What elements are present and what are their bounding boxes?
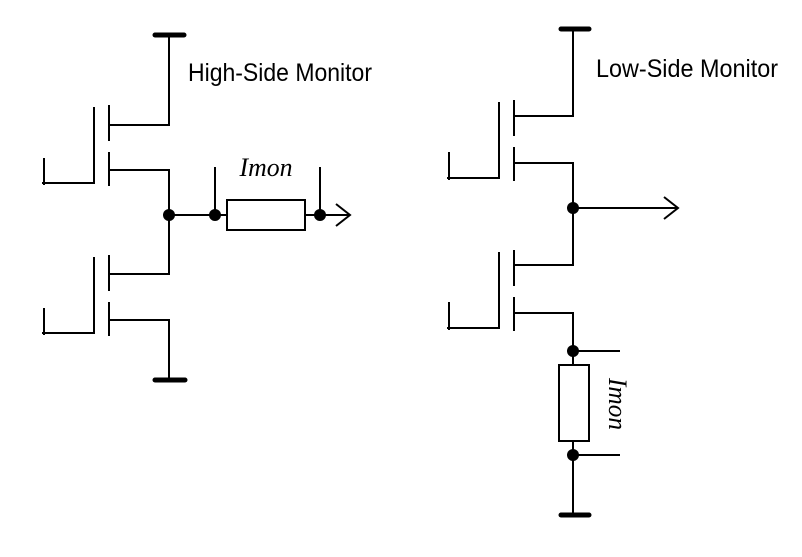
high-side-title: High-Side Monitor <box>188 59 372 87</box>
output-arrowhead-icon <box>335 203 352 227</box>
low-side-monitor-circuit: Low-Side Monitor Imon <box>447 26 778 518</box>
output-arrowhead-icon <box>663 196 680 220</box>
shunt-resistor-label: Imon <box>239 153 293 182</box>
high-side-monitor-circuit: High-Side Monitor Imon <box>42 32 372 383</box>
upper-mosfet <box>447 100 574 181</box>
shunt-resistor <box>226 199 306 231</box>
shunt-resistor <box>558 364 590 442</box>
lower-mosfet <box>447 250 574 331</box>
shunt-resistor-label: Imon <box>603 377 632 430</box>
lower-mosfet <box>42 255 170 336</box>
low-side-title: Low-Side Monitor <box>596 55 778 83</box>
upper-mosfet <box>42 105 170 186</box>
